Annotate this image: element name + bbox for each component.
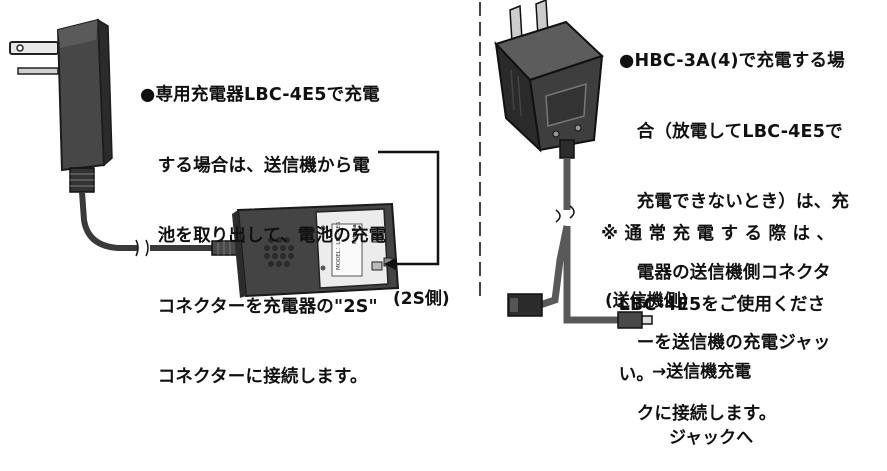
transmitter-side-label: (送信機側) xyxy=(605,291,689,311)
right-instruction-line: ●HBC-3A(4)で充電する場 xyxy=(619,51,845,71)
right-instruction-line: 充電できないとき）は、充 xyxy=(619,192,850,212)
left-instruction-line: 池を取り出して、電池の充電 xyxy=(140,226,387,246)
left-instruction: ●専用充電器LBC-4E5で充電 する場合は、送信機から電 池を取り出して、電池… xyxy=(140,37,386,413)
left-instruction-line: する場合は、送信機から電 xyxy=(140,155,371,176)
illustration: MODEL：LBC-4E5 Futaba xyxy=(9,0,653,329)
usage-note: ※ 通 常 充 電 す る 際 は 、 LBC-4E5をご使用くださ い。 xyxy=(601,176,834,411)
left-instruction-line: コネクターを充電器の"2S" xyxy=(140,296,378,317)
connector-pointer-line xyxy=(378,150,440,266)
left-instruction-line: コネクターに接続します。 xyxy=(140,367,368,387)
charger-lbc-4e5: MODEL：LBC-4E5 Futaba xyxy=(232,202,400,298)
charge-jack-label: →送信機充電 ジャックへ xyxy=(652,317,753,471)
left-instruction-line: ●専用充電器LBC-4E5で充電 xyxy=(140,85,380,105)
right-instruction: ●HBC-3A(4)で充電する場 合（放電してLBC-4E5で 充電できないとき… xyxy=(619,3,849,450)
right-instruction-line: ーを送信機の充電ジャッ xyxy=(619,333,831,353)
right-instruction-line: 電器の送信機側コネクタ xyxy=(619,262,831,283)
right-instruction-line: 合（放電してLBC-4E5で xyxy=(619,121,843,142)
usage-note-line: LBC-4E5をご使用くださ xyxy=(601,294,826,315)
speaker-grille xyxy=(264,237,294,267)
pointer-arrowhead xyxy=(384,258,396,270)
left-ac-adapter xyxy=(9,18,239,257)
right-charger-hbc-3a xyxy=(494,0,653,329)
usage-note-line: ※ 通 常 充 電 す る 際 は 、 xyxy=(601,224,835,244)
charge-jack-line: ジャックへ xyxy=(652,428,754,448)
charge-jack-line: →送信機充電 xyxy=(652,362,752,382)
two-s-side-label: (2S側) xyxy=(393,289,450,309)
charger-model-label: MODEL：LBC-4E5 xyxy=(336,221,342,270)
charger-maker-label: Futaba xyxy=(352,225,358,244)
